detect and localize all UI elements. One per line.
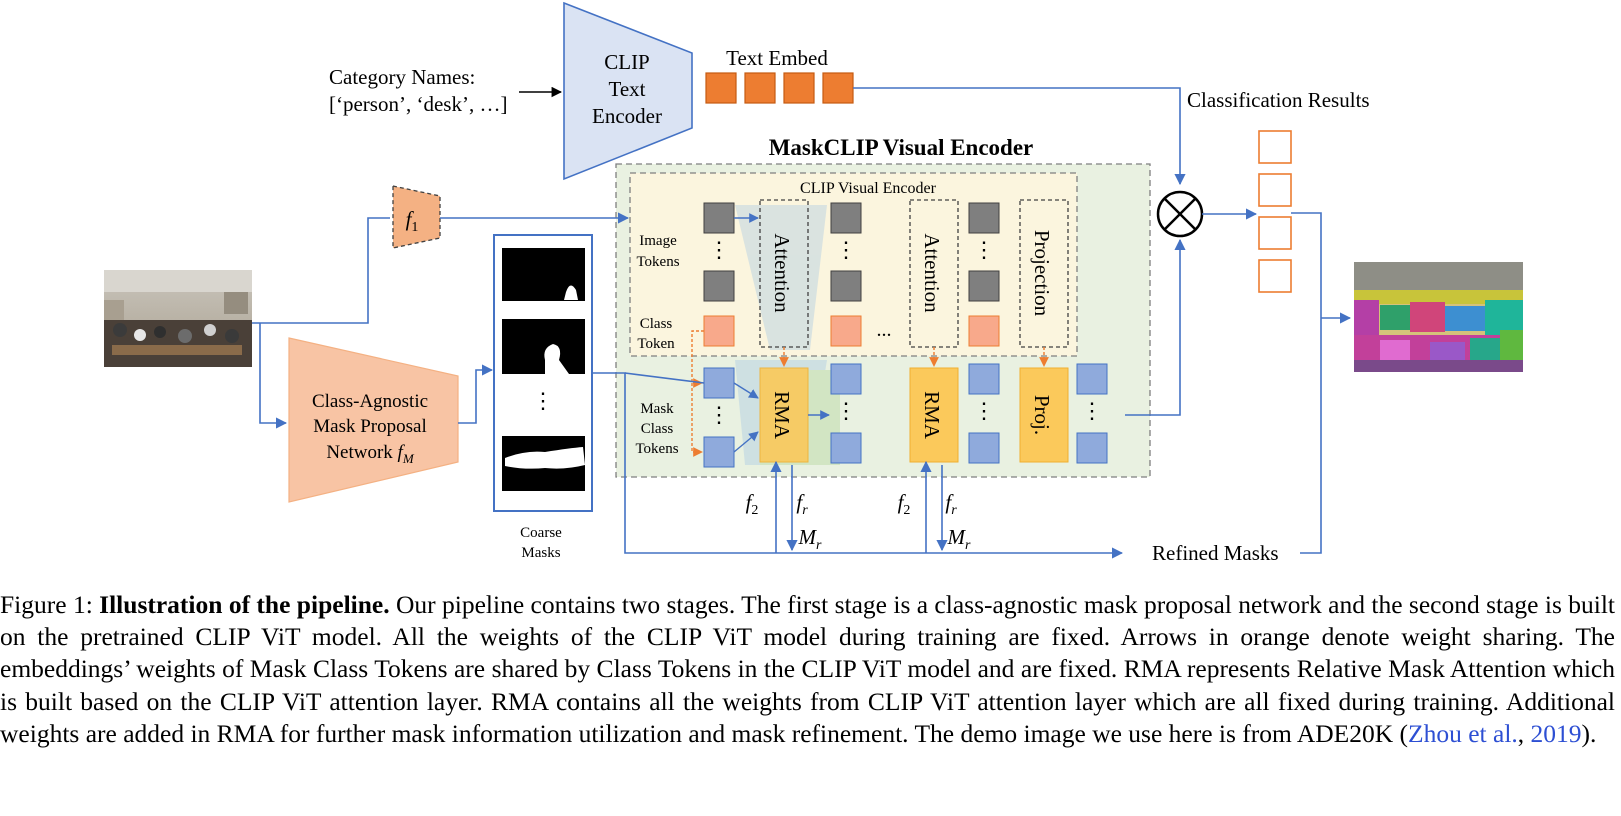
caption-title: Illustration of the pipeline. (99, 590, 390, 619)
visual-output-to-multiply-arrow (1125, 238, 1186, 416)
rma-inputs-labels-1: f2 fr Mr (746, 490, 822, 553)
image-tokens-label: Image Tokens (636, 233, 679, 270)
svg-text:Attention: Attention (770, 233, 794, 313)
input-flow-lines (252, 217, 390, 429)
rma-inputs-labels-2: f2 fr Mr (898, 490, 971, 553)
svg-text:Coarse: Coarse (520, 525, 562, 541)
svg-text:⋮: ⋮ (708, 402, 730, 427)
figure-caption: Figure 1: Illustration of the pipeline. … (0, 589, 1615, 750)
caption-suffix: ). (1581, 718, 1597, 748)
svg-text:⋮: ⋮ (1081, 398, 1103, 423)
svg-text:fr: fr (796, 490, 808, 518)
mask-class-tokens-label: Mask Class Tokens (635, 401, 678, 457)
token-column-4: ⋮ (1076, 363, 1108, 464)
svg-text:RMA: RMA (770, 391, 794, 440)
rma-block-1: RMA (759, 367, 809, 463)
svg-text:⋮: ⋮ (973, 237, 995, 262)
mask-net-to-coarse-arrow (458, 364, 494, 424)
pipeline-diagram: Category Names: [‘person’, ‘desk’, …] CL… (104, 1, 1523, 565)
svg-text:Mask: Mask (640, 401, 674, 417)
svg-text:⋮: ⋮ (973, 398, 995, 423)
coarse-masks-panel: ⋮ Coarse Masks (493, 234, 593, 561)
svg-text:⋮: ⋮ (708, 237, 730, 262)
mask-proposal-network: Class-Agnostic Mask Proposal Network fM (288, 337, 459, 503)
caption-cite-sep: , (1517, 718, 1531, 748)
text-embed-label: Text Embed (726, 46, 828, 70)
svg-text:Mr: Mr (947, 525, 972, 553)
svg-text:Class-Agnostic: Class-Agnostic (312, 391, 428, 412)
svg-text:Image: Image (639, 233, 677, 249)
svg-text:f2: f2 (746, 490, 759, 518)
svg-text:Network fM: Network fM (326, 442, 415, 466)
maskclip-title: MaskCLIP Visual Encoder (769, 135, 1034, 160)
svg-text:RMA: RMA (920, 391, 944, 440)
output-segmentation-image (1354, 262, 1523, 372)
clip-text-encoder: CLIP Text Encoder (563, 1, 693, 181)
token-column-3: ⋮ ⋮ (968, 202, 1000, 464)
proj-block: Proj. (1019, 367, 1069, 463)
text-embed-to-multiply-arrow (853, 87, 1186, 186)
category-names: Category Names: [‘person’, ‘desk’, …] (329, 65, 507, 116)
class-token-label: Class Token (637, 316, 675, 352)
coarse-to-refined-lines (592, 372, 1124, 559)
svg-text:⋮: ⋮ (532, 388, 554, 413)
svg-text:[‘person’, ‘desk’, …]: [‘person’, ‘desk’, …] (329, 92, 507, 116)
citation-year-link[interactable]: 2019 (1530, 718, 1582, 748)
token-column-1: ⋮ ⋮ (703, 202, 735, 468)
results-to-output-arrow (1291, 212, 1322, 554)
svg-text:Proj.: Proj. (1030, 395, 1054, 435)
layer-ellipsis: ... (877, 319, 892, 341)
inner-flow-arrows (691, 213, 1049, 457)
svg-text:fr: fr (945, 490, 957, 518)
classification-result-boxes (1258, 130, 1292, 293)
svg-text:f2: f2 (898, 490, 911, 518)
svg-text:Tokens: Tokens (636, 254, 679, 270)
citation-author-link[interactable]: Zhou et al. (1408, 718, 1518, 748)
multiply-operator-icon (1156, 190, 1204, 238)
svg-text:Text: Text (608, 77, 645, 101)
input-classroom-image (104, 270, 252, 367)
caption-prefix: Figure 1: (0, 590, 100, 619)
caption-body: Our pipeline contains two stages. The fi… (0, 590, 1615, 748)
svg-text:Mr: Mr (798, 525, 823, 553)
rma-block-2: RMA (909, 367, 959, 463)
clip-visual-encoder-label: CLIP Visual Encoder (800, 180, 937, 197)
svg-text:Class: Class (640, 316, 673, 332)
refined-masks-label: Refined Masks (1152, 541, 1279, 565)
svg-text:⋮: ⋮ (835, 237, 857, 262)
svg-text:Attention: Attention (920, 233, 944, 313)
f1-backbone: f1 (392, 185, 441, 249)
svg-text:Token: Token (637, 336, 675, 352)
svg-text:Encoder: Encoder (592, 104, 662, 128)
classification-results-label: Classification Results (1187, 88, 1370, 112)
svg-text:⋮: ⋮ (835, 398, 857, 423)
text-embed-tokens (705, 72, 854, 104)
token-column-2: ⋮ ⋮ (830, 202, 862, 464)
svg-text:Tokens: Tokens (635, 441, 678, 457)
svg-text:Projection: Projection (1030, 230, 1054, 317)
svg-text:Class: Class (641, 421, 674, 437)
svg-text:Mask Proposal: Mask Proposal (313, 416, 426, 437)
projection-block: Projection (1019, 199, 1069, 348)
svg-text:CLIP: CLIP (604, 50, 650, 74)
svg-text:Category Names:: Category Names: (329, 65, 475, 89)
svg-text:f1: f1 (406, 207, 419, 235)
svg-text:Masks: Masks (521, 545, 560, 561)
